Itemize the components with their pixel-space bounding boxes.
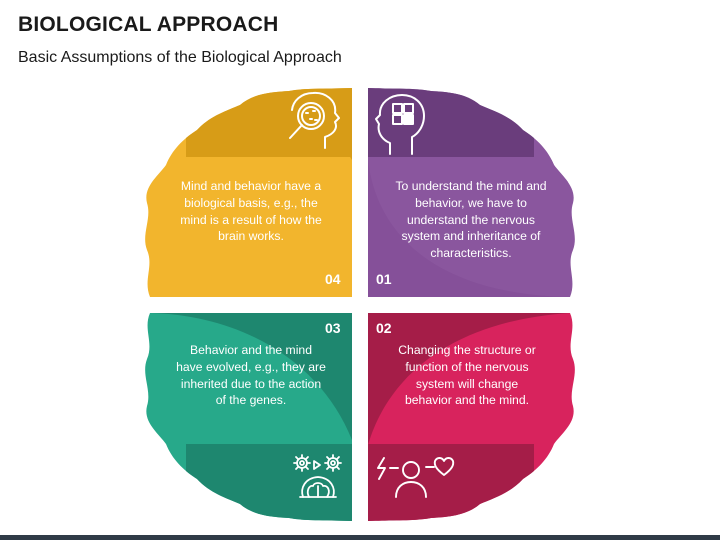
person-lightning-heart-icon [377,457,455,498]
quadrant-02-shape [368,313,575,521]
quadrant-02-number: 02 [376,320,392,336]
head-puzzle-icon [375,94,425,155]
brain-gears-icon [293,454,342,498]
quadrant-01-text: To understand the mind and behavior, we … [395,179,547,261]
quadrant-03-number: 03 [325,320,341,336]
head-magnifier-icon [289,91,340,149]
quadrant-01-number: 01 [376,271,392,287]
quadrant-03-text: Behavior and the mind have evolved, e.g.… [176,343,326,408]
footer-bar [0,535,720,540]
quadrant-04-text: Mind and behavior have a biological basi… [180,179,322,244]
page-title: BIOLOGICAL APPROACH [18,13,279,36]
quadrant-04-number: 04 [325,271,341,287]
page-subtitle: Basic Assumptions of the Biological Appr… [18,49,342,66]
quadrant-02-text: Changing the structure or function of th… [398,343,536,408]
